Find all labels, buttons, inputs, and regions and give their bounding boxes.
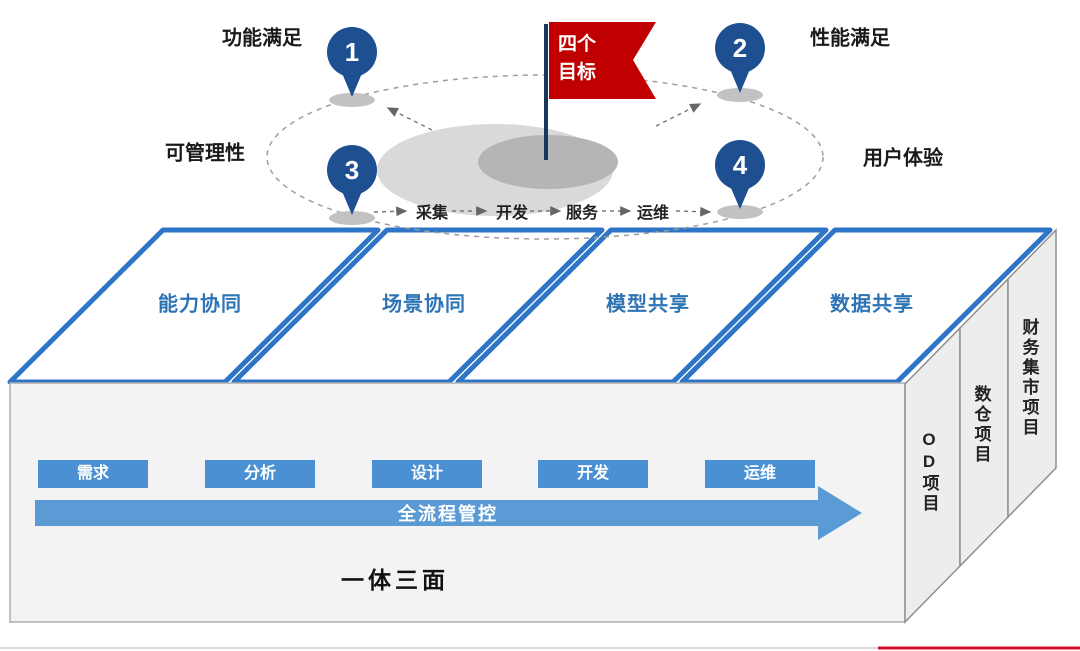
pin-number-1: 1 bbox=[344, 37, 360, 67]
goal-flag bbox=[549, 22, 656, 99]
pin-number-2: 2 bbox=[732, 33, 748, 63]
pin-shadow-1 bbox=[329, 93, 375, 107]
pin-shadow-2 bbox=[717, 88, 763, 102]
pin-4-head bbox=[715, 140, 765, 190]
pin-number-4: 4 bbox=[732, 150, 748, 180]
goal-label-1: 功能满足 bbox=[222, 27, 302, 50]
top-panel-label-1: 能力协同 bbox=[158, 293, 242, 316]
side-panel-3 bbox=[1007, 228, 1057, 519]
stage-box-design: 设计 bbox=[372, 460, 482, 488]
top-panel-1 bbox=[7, 227, 381, 385]
dashed-arrow bbox=[373, 206, 408, 217]
process-step-3: 服务 bbox=[565, 205, 599, 222]
stage-box-requirements: 需求 bbox=[38, 460, 148, 488]
top-panel-2 bbox=[231, 227, 605, 385]
top-panel-4 bbox=[679, 227, 1053, 385]
process-step-2: 开发 bbox=[495, 205, 529, 222]
pin-number-3: 3 bbox=[344, 155, 360, 185]
dashed-arrow bbox=[386, 107, 433, 131]
dashed-arrow bbox=[675, 206, 712, 217]
goal-label-4: 用户体验 bbox=[863, 147, 943, 170]
process-step-1: 采集 bbox=[415, 205, 449, 222]
diagram-caption: 一体三面 bbox=[341, 567, 449, 593]
pin-2-head bbox=[715, 23, 765, 73]
process-arrow-label: 全流程管控 bbox=[398, 504, 498, 524]
pin-3-head bbox=[327, 145, 377, 195]
pin-shadow-4 bbox=[717, 205, 763, 219]
flag-label: 四个 目标 bbox=[558, 34, 597, 83]
side-project-label-3: 财务集市项目 bbox=[1019, 318, 1039, 438]
top-panel-label-3: 模型共享 bbox=[606, 293, 690, 316]
center-hub bbox=[478, 135, 618, 189]
dashed-arrow bbox=[655, 103, 702, 127]
side-project-label-2: 数仓项目 bbox=[971, 385, 991, 465]
stage-box-development: 开发 bbox=[538, 460, 648, 488]
top-panel-3 bbox=[455, 227, 829, 385]
top-panel-label-2: 场景协同 bbox=[382, 293, 466, 316]
process-arrow bbox=[35, 486, 862, 540]
stage-box-analysis: 分析 bbox=[205, 460, 315, 488]
side-project-label-1: OD项目 bbox=[919, 430, 939, 514]
stage-box-operations: 运维 bbox=[705, 460, 815, 488]
process-step-4: 运维 bbox=[636, 205, 670, 222]
top-panel-label-4: 数据共享 bbox=[830, 293, 914, 316]
pin-shadow-3 bbox=[329, 211, 375, 225]
pin-1-head bbox=[327, 27, 377, 77]
goal-label-3: 可管理性 bbox=[165, 142, 245, 165]
goal-label-2: 性能满足 bbox=[810, 27, 890, 50]
